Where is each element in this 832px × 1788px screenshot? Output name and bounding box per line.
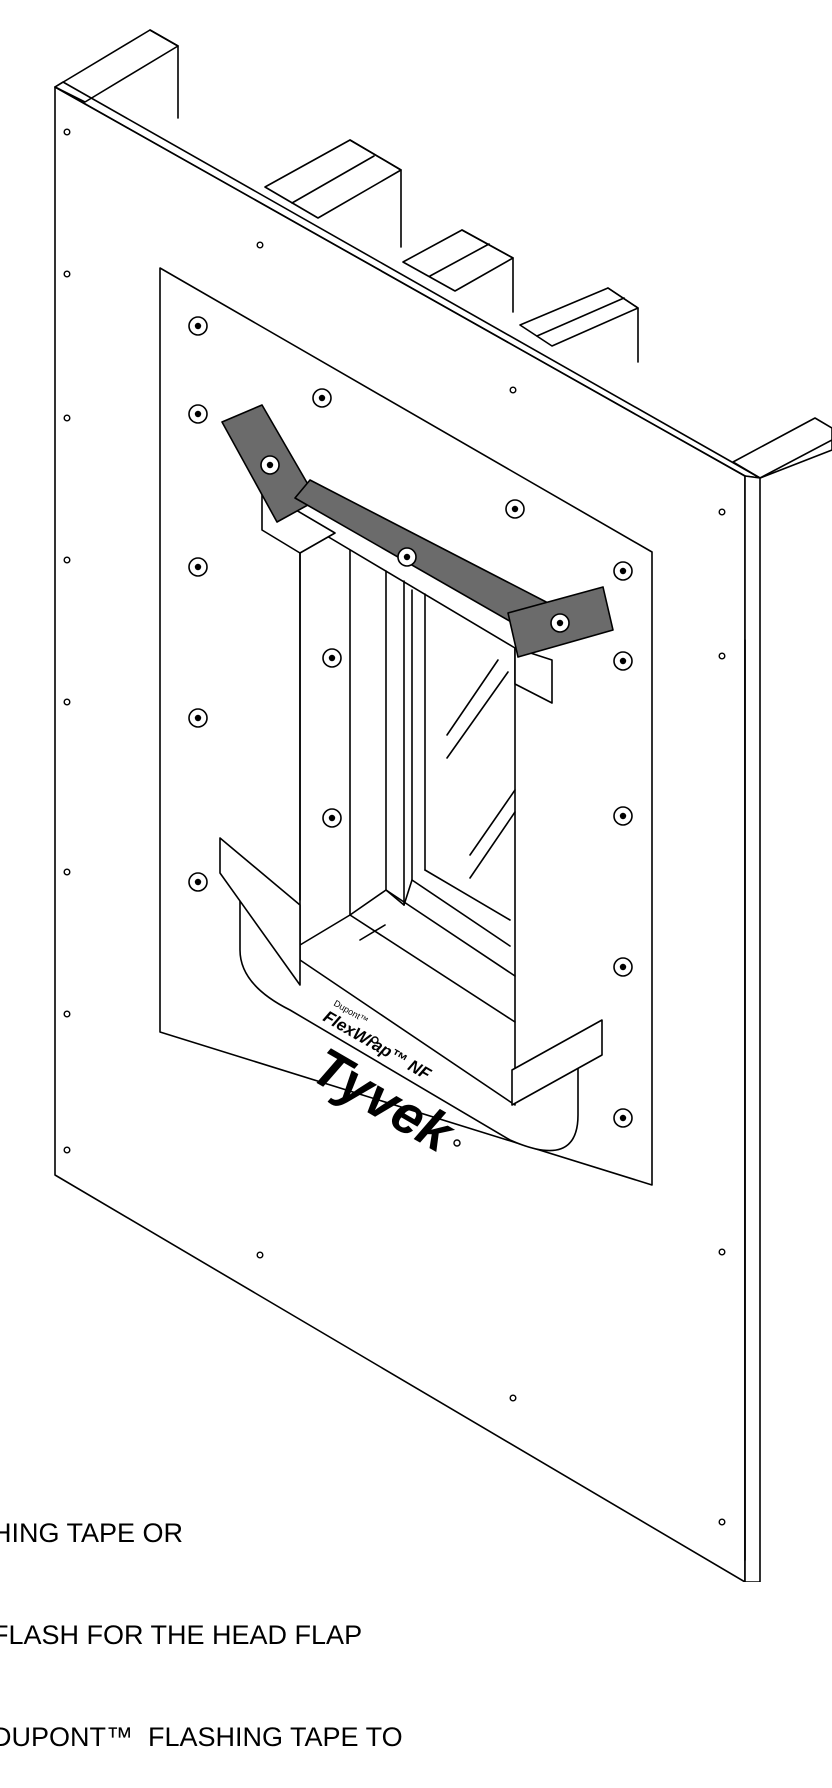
instruction-caption: HING TAPE OR FLASH FOR THE HEAD FLAP DUP… bbox=[0, 1448, 832, 1788]
caption-line-2: FLASH FOR THE HEAD FLAP bbox=[0, 1620, 363, 1650]
fastener-screws bbox=[188, 316, 633, 1128]
caption-line-1: HING TAPE OR bbox=[0, 1518, 184, 1548]
framing-studs bbox=[54, 29, 832, 479]
window-opening bbox=[219, 489, 603, 1106]
window-flashing-diagram: Dupont™ FlexWrap™ NF Tyvek bbox=[54, 29, 832, 1582]
caption-line-3: DUPONT™ FLASHING TAPE TO bbox=[0, 1722, 403, 1752]
nails bbox=[63, 128, 726, 1526]
